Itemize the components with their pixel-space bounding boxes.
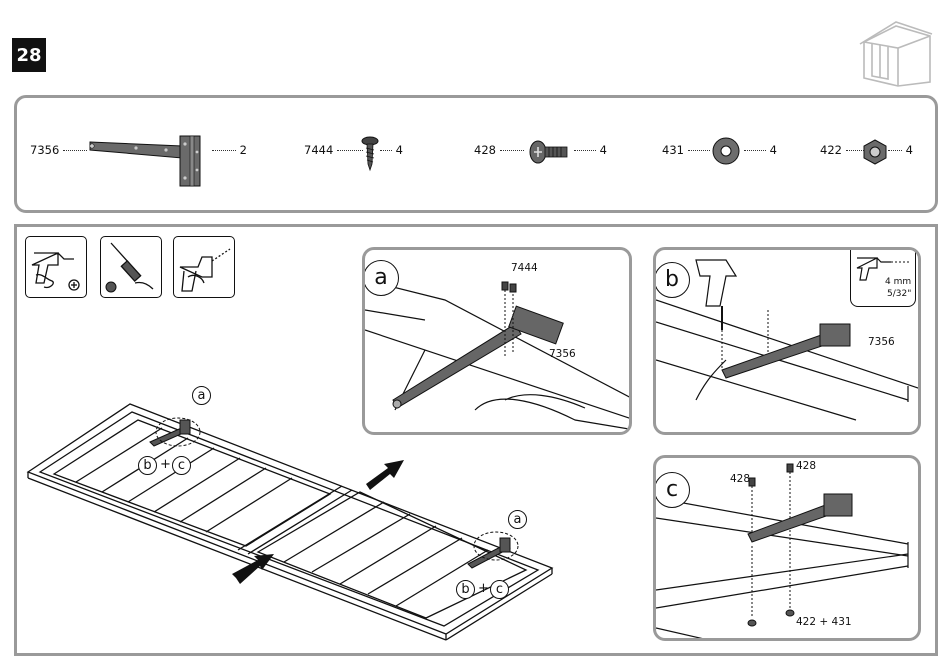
detail-a-hinge-label: 7356 — [549, 348, 576, 360]
part-code-431: 431 — [662, 143, 710, 157]
power-drill-icon — [25, 236, 87, 298]
wood-screw-icon — [358, 136, 382, 172]
phillips-screwdriver-icon — [100, 236, 162, 298]
overview-callout-a-bottom: a — [508, 510, 527, 529]
drill-size-in: 5/32" — [887, 289, 911, 299]
detail-c-panel: c 428 428 422 + 431 — [653, 455, 921, 641]
tee-hinge-icon — [86, 132, 208, 190]
overview-callout-c-top: c — [172, 456, 191, 475]
overview-callout-b-top: b — [138, 456, 157, 475]
detail-c-bolt-label-2: 428 — [796, 460, 816, 472]
detail-b-letter: b — [654, 262, 690, 298]
part-qty-7356: 2 — [212, 143, 247, 157]
part-code-7356: 7356 — [30, 143, 87, 157]
detail-c-bolt-label-1: 428 — [730, 473, 750, 485]
step-number-badge: 28 — [12, 38, 46, 72]
part-qty-431: 4 — [744, 143, 777, 157]
part-code-7444: 7444 — [304, 143, 363, 157]
detail-c-nut-label: 422 + 431 — [796, 616, 852, 628]
overview-callout-c-bottom: c — [490, 580, 509, 599]
drill-bit-icon — [173, 236, 235, 298]
drill-size-inset: 4 mm 5/32" — [850, 247, 916, 307]
part-qty-422: 4 — [888, 143, 913, 157]
drill-size-mm: 4 mm — [885, 277, 911, 287]
detail-c-letter: c — [654, 472, 690, 508]
overview-plus-top: + — [160, 457, 171, 472]
overview-callout-b-bottom: b — [456, 580, 475, 599]
part-qty-428: 4 — [574, 143, 607, 157]
detail-b-hinge-label: 7356 — [868, 336, 895, 348]
part-code-422: 422 — [820, 143, 864, 157]
part-qty-7444: 4 — [380, 143, 403, 157]
overview-plus-bottom: + — [478, 581, 489, 596]
washer-icon — [710, 136, 742, 166]
detail-a-screw-label: 7444 — [511, 262, 538, 274]
bolt-icon — [528, 138, 570, 166]
detail-b-panel: b 7356 4 mm 5/32" — [653, 247, 921, 435]
detail-a-panel: a 7444 7356 — [362, 247, 632, 435]
shed-icon — [858, 18, 934, 88]
overview-callout-a-top: a — [192, 386, 211, 405]
detail-a-letter: a — [363, 260, 399, 296]
part-code-428: 428 — [474, 143, 524, 157]
nut-icon — [862, 138, 888, 166]
